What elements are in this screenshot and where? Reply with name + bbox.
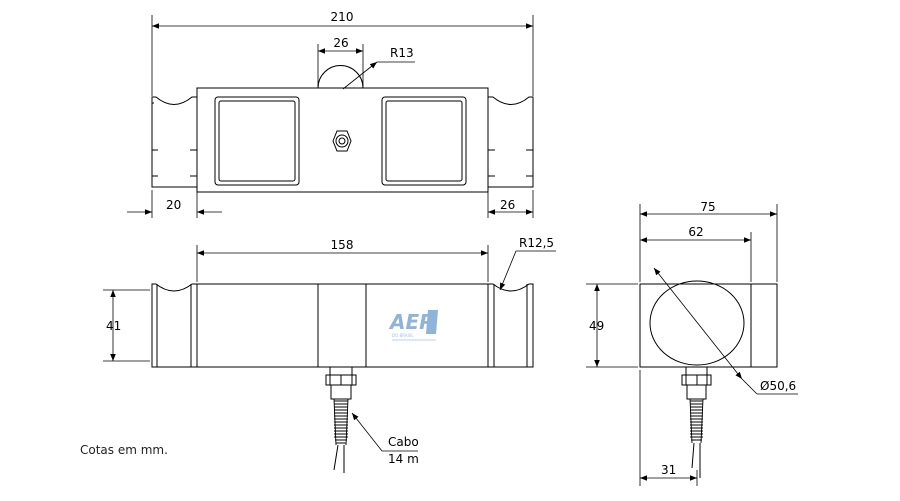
cable-length: 14 m bbox=[388, 452, 419, 466]
side-view-dimensions bbox=[586, 204, 798, 486]
top-left-end bbox=[151, 96, 198, 188]
side-bore bbox=[649, 280, 745, 366]
top-right-end bbox=[487, 96, 534, 188]
dim-side-height: 49 bbox=[589, 319, 604, 333]
dim-top-right-end: 26 bbox=[500, 198, 515, 212]
dim-side-diameter: Ø50,6 bbox=[760, 379, 796, 393]
side-view bbox=[639, 280, 778, 478]
front-right-end bbox=[487, 283, 534, 368]
top-pad-left bbox=[214, 96, 300, 186]
dim-top-total: 210 bbox=[331, 10, 354, 24]
dim-side-offset: 31 bbox=[661, 463, 676, 477]
dim-top-boss: 26 bbox=[333, 36, 348, 50]
dim-side-width: 75 bbox=[700, 200, 715, 214]
top-connector-ring bbox=[335, 134, 349, 148]
top-view-dimensions bbox=[127, 15, 534, 218]
front-cable bbox=[333, 444, 345, 473]
dim-top-left-end: 20 bbox=[166, 198, 181, 212]
top-boss bbox=[317, 65, 364, 89]
top-pad-right bbox=[381, 96, 467, 186]
logo-sub-text: DO BRASIL bbox=[392, 333, 414, 338]
dim-front-height: 41 bbox=[106, 319, 121, 333]
aep-logo: AEP DO BRASIL bbox=[388, 310, 438, 341]
front-cable-gland bbox=[329, 366, 353, 376]
side-cable bbox=[691, 442, 701, 478]
front-left-end bbox=[151, 283, 198, 368]
top-body bbox=[196, 87, 489, 193]
front-view bbox=[151, 283, 534, 473]
front-body bbox=[196, 283, 489, 368]
dim-front-radius: R12,5 bbox=[519, 236, 554, 250]
dim-top-radius: R13 bbox=[390, 46, 414, 60]
top-pad-left-inner bbox=[218, 100, 296, 182]
side-cable-gland bbox=[685, 366, 708, 376]
dim-front-length: 158 bbox=[331, 238, 354, 252]
top-pad-right-inner bbox=[385, 100, 463, 182]
dim-side-inner: 62 bbox=[688, 225, 703, 239]
top-view bbox=[151, 65, 534, 193]
front-view-dimensions bbox=[103, 245, 556, 452]
cable-label: Cabo bbox=[388, 435, 419, 449]
front-cable-spring bbox=[333, 398, 349, 446]
top-connector-nut bbox=[332, 130, 352, 152]
units-note: Cotas em mm. bbox=[80, 443, 168, 457]
side-cable-spring bbox=[689, 398, 704, 444]
